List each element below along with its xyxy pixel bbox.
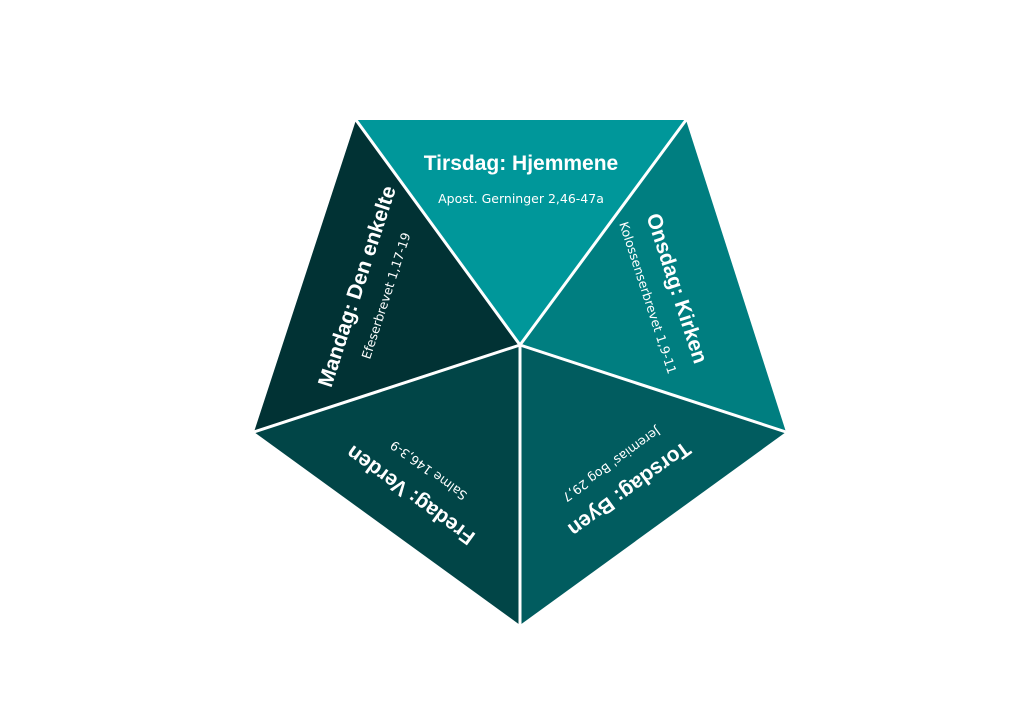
segment-dividers [252, 118, 788, 627]
segment-mandag-shape [254, 120, 520, 432]
segment-tirsdag-shape [356, 120, 686, 345]
divider-line [354, 118, 522, 347]
divider-line [518, 118, 688, 347]
segment-onsdag: Onsdag: Kirken Kolossenserbrevet 1,9-11 [520, 120, 786, 432]
segment-fredag: Fredag: Verden Salme 146,3-9 [254, 345, 520, 625]
segment-mandag: Mandag: Den enkelte Efeserbrevet 1,17-19 [254, 120, 520, 432]
segment-tirsdag-title: Tirsdag: Hjemmene [424, 152, 619, 175]
segment-onsdag-shape [520, 120, 786, 432]
segment-torsdag-shape [520, 345, 786, 625]
segment-torsdag: Torsdag: Byen Jeremias' Bog 29,7 [520, 345, 786, 625]
segment-fredag-shape [254, 345, 520, 625]
segment-tirsdag-reference: Apost. Gerninger 2,46-47a [438, 191, 604, 206]
divider-line [252, 343, 522, 434]
segment-tirsdag: Tirsdag: Hjemmene Apost. Gerninger 2,46-… [356, 120, 686, 345]
divider-line [518, 343, 788, 434]
